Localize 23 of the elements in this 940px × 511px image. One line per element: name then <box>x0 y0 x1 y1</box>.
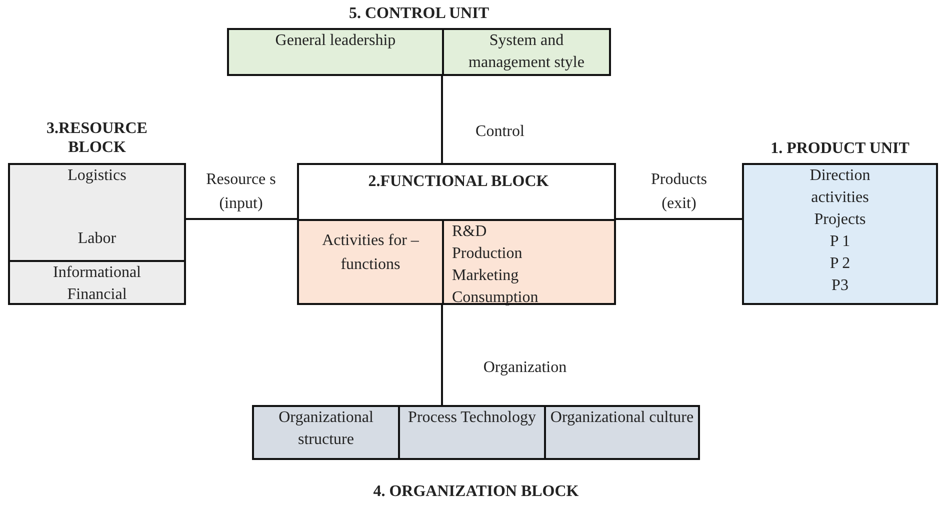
block-title: 1. PRODUCT UNIT <box>770 139 910 158</box>
connector-line <box>441 305 443 405</box>
connector-line <box>441 76 443 163</box>
block-title: 3.RESOURCE BLOCK <box>46 119 148 157</box>
cell-text: Logistics <box>68 166 126 186</box>
cell-text: Labor <box>78 229 116 249</box>
cell-text: Production <box>452 244 522 264</box>
block-title: 5. CONTROL UNIT <box>348 4 490 23</box>
list-item: Projects <box>814 210 866 230</box>
list-item: P 2 <box>830 254 850 274</box>
cell-text: Marketing <box>452 266 519 286</box>
list-item: P3 <box>832 276 848 296</box>
direction-text: Direction activities <box>808 166 872 208</box>
connector-line <box>616 218 742 220</box>
block-cell: Activities for – functions <box>299 219 444 303</box>
block-title: 4. ORGANIZATION BLOCK <box>372 482 580 501</box>
cell-text: R&D <box>452 222 487 242</box>
cell-text: Informational <box>53 263 141 283</box>
cell-text: Financial <box>67 285 127 305</box>
block-title: 2.FUNCTIONAL BLOCK <box>367 172 550 192</box>
connector-line <box>186 218 297 220</box>
cell-text: Consumption <box>452 288 538 308</box>
list-item: P 1 <box>830 232 850 252</box>
